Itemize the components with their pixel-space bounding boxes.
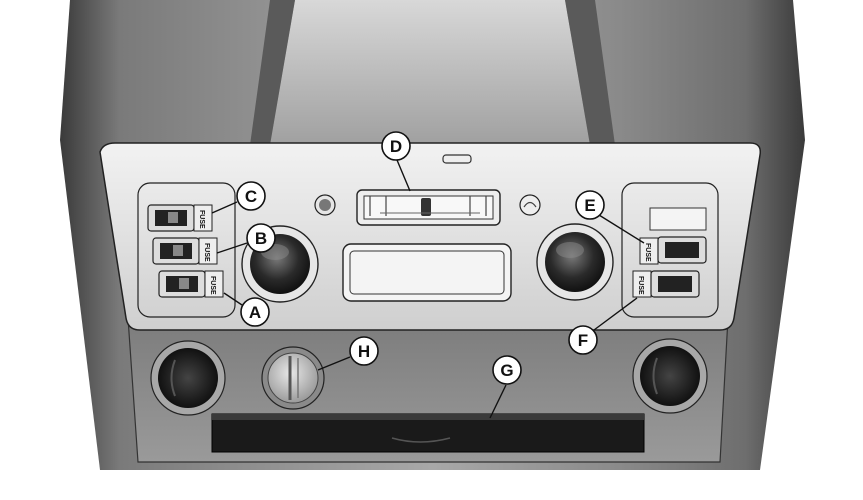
callout-circle — [240, 297, 270, 327]
right-knob-highlight — [556, 242, 584, 258]
leader-line — [396, 159, 411, 192]
callout-letter: G — [500, 361, 513, 380]
center-label-plate — [342, 243, 512, 302]
callout-letter: A — [249, 303, 261, 322]
switch-c-icon — [168, 212, 178, 223]
left-switch-bezel — [137, 182, 236, 318]
fuse-a-holder[interactable] — [204, 270, 224, 298]
fuse-label-b: FUSE — [203, 243, 210, 262]
callout-circle — [236, 181, 266, 211]
callout-circle — [568, 325, 598, 355]
callout-circle — [492, 355, 522, 385]
callout-letter: B — [255, 229, 267, 248]
small-knob[interactable] — [519, 194, 541, 216]
fuse-label-c: FUSE — [198, 210, 205, 229]
callout-circle — [575, 190, 605, 220]
callout-circle — [349, 336, 379, 366]
switch-f-rocker[interactable] — [658, 276, 692, 292]
upper-recess — [270, 0, 590, 145]
recess-left-edge — [250, 0, 295, 145]
callout-letter: D — [390, 137, 402, 156]
left-vent-louver — [170, 359, 176, 397]
fuse-label-e: FUSE — [644, 243, 651, 262]
indicator-light — [319, 199, 331, 211]
leader-line — [223, 292, 243, 306]
fuse-b-holder[interactable] — [198, 237, 218, 265]
tray-lip — [212, 414, 644, 420]
fuse-c-holder[interactable] — [193, 204, 213, 232]
switch-e-rocker[interactable] — [665, 242, 699, 258]
callout-f: F — [568, 325, 598, 355]
fuse-label-a: FUSE — [209, 276, 216, 295]
leader-line — [216, 242, 248, 254]
fuse-label-f: FUSE — [637, 276, 644, 295]
callout-letter: H — [358, 342, 370, 361]
switch-b-icon — [173, 245, 183, 256]
left-air-vent[interactable] — [158, 348, 218, 408]
display-icon — [421, 198, 431, 216]
leader-line — [211, 201, 238, 214]
callout-b: B — [246, 223, 276, 253]
leader-lines — [211, 159, 645, 419]
leader-line — [593, 297, 638, 331]
callout-h: H — [349, 336, 379, 366]
callout-letter: C — [245, 187, 257, 206]
callout-e: E — [575, 190, 605, 220]
center-label-inner — [349, 250, 505, 295]
tray-handle — [391, 437, 451, 443]
callout-c: C — [236, 181, 266, 211]
callout-circle — [381, 131, 411, 161]
right-control-knob[interactable] — [545, 232, 605, 292]
leader-line — [317, 356, 351, 371]
small-knob-mark — [523, 201, 537, 208]
callout-letter: E — [584, 196, 595, 215]
recess-right-edge — [565, 0, 615, 145]
leader-line — [598, 214, 645, 244]
right-switch-bezel — [621, 182, 719, 318]
callout-letter: F — [578, 331, 588, 350]
callout-d: D — [381, 131, 411, 161]
blank-switch-plate — [649, 207, 707, 231]
top-slot — [442, 154, 472, 164]
switch-a-icon — [179, 278, 189, 289]
right-air-vent[interactable] — [640, 346, 700, 406]
callout-circle — [246, 223, 276, 253]
power-outlet-cap[interactable] — [267, 352, 319, 404]
callout-g: G — [492, 355, 522, 385]
leader-line — [489, 384, 507, 419]
callout-a: A — [240, 297, 270, 327]
right-vent-louver — [652, 357, 658, 395]
storage-tray[interactable] — [211, 413, 645, 453]
